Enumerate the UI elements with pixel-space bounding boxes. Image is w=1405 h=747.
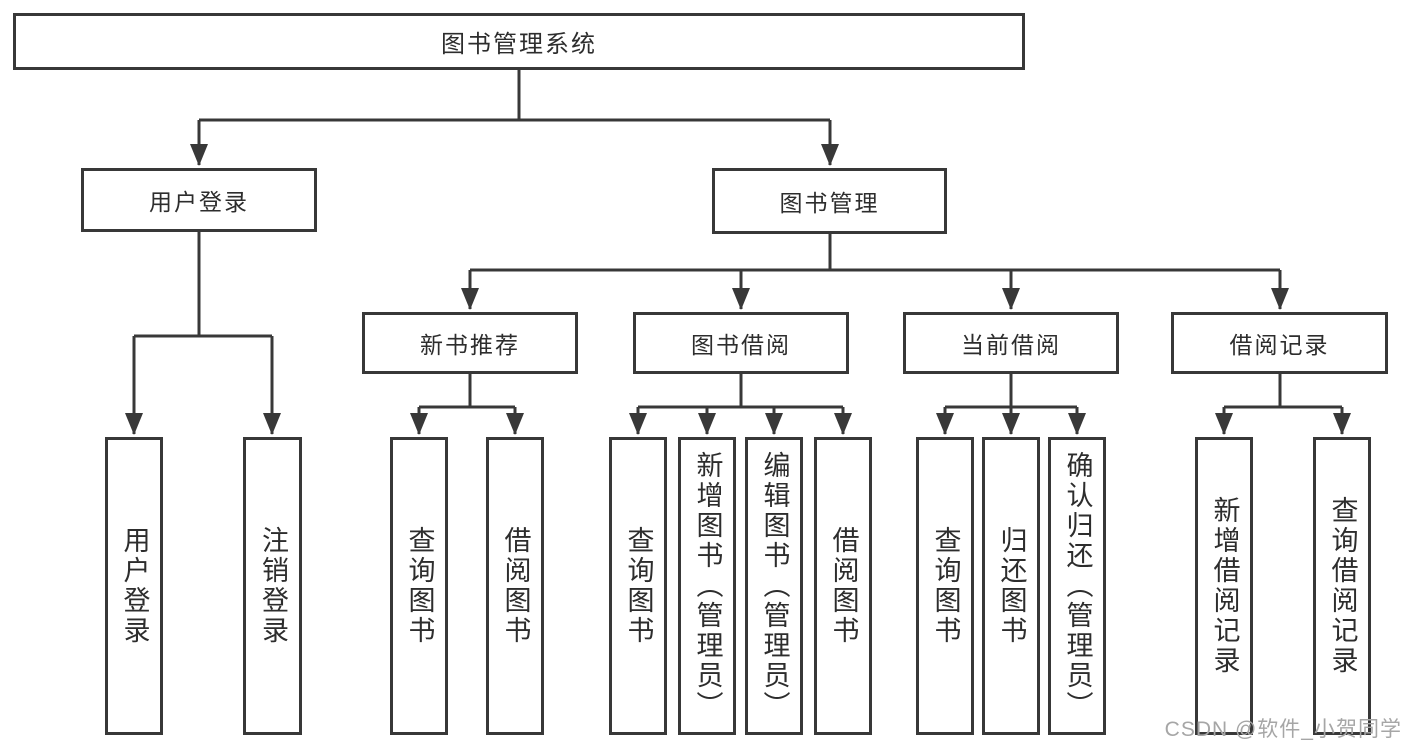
leaf-confirm-return-admin: 确认归还（管理员） [1048, 437, 1106, 735]
node-current-borrowing: 当前借阅 [903, 312, 1119, 374]
leaf-logout: 注销登录 [243, 437, 302, 735]
leaf-label: 新增借阅记录 [1209, 496, 1240, 676]
node-borrowing-records: 借阅记录 [1171, 312, 1388, 374]
leaf-label: 新增图书（管理员） [692, 451, 723, 721]
leaf-label: 归还图书 [996, 526, 1027, 646]
leaf-query-book-borrowing: 查询图书 [609, 437, 667, 735]
leaf-borrow-book-recommend: 借阅图书 [486, 437, 544, 735]
connector-arrows [125, 120, 1351, 435]
leaf-query-book-current: 查询图书 [916, 437, 974, 735]
node-label: 当前借阅 [961, 332, 1061, 358]
leaf-label: 查询图书 [404, 526, 435, 646]
node-label: 图书借阅 [691, 332, 791, 358]
node-library-management-system: 图书管理系统 [13, 13, 1025, 70]
node-label: 用户登录 [149, 189, 249, 215]
node-book-borrowing: 图书借阅 [633, 312, 849, 374]
leaf-label: 注销登录 [258, 526, 288, 646]
leaf-label: 查询图书 [930, 526, 961, 646]
node-book-management: 图书管理 [712, 168, 947, 234]
leaf-label: 借阅图书 [828, 526, 859, 646]
leaf-borrow-book-borrowing: 借阅图书 [814, 437, 872, 735]
node-new-book-recommendation: 新书推荐 [362, 312, 578, 374]
leaf-user-login: 用户登录 [105, 437, 163, 735]
leaf-label: 查询图书 [623, 526, 654, 646]
leaf-add-book-admin: 新增图书（管理员） [678, 437, 736, 735]
node-label: 新书推荐 [420, 332, 520, 358]
connector-rails [134, 70, 1342, 409]
leaf-query-borrow-record: 查询借阅记录 [1313, 437, 1371, 735]
node-label: 借阅记录 [1229, 332, 1330, 358]
node-user-login-branch: 用户登录 [81, 168, 317, 232]
leaf-edit-book-admin: 编辑图书（管理员） [745, 437, 803, 735]
csdn-watermark: CSDN @软件_小贺同学 [1164, 718, 1402, 741]
leaf-label: 查询借阅记录 [1327, 496, 1358, 676]
node-label: 图书管理系统 [441, 31, 597, 58]
leaf-label: 确认归还（管理员） [1062, 451, 1093, 721]
leaf-label: 编辑图书（管理员） [759, 451, 790, 721]
leaf-label: 用户登录 [119, 526, 150, 646]
leaf-label: 借阅图书 [500, 526, 531, 646]
leaf-query-book-recommend: 查询图书 [390, 437, 448, 735]
leaf-add-borrow-record: 新增借阅记录 [1195, 437, 1253, 735]
node-label: 图书管理 [779, 190, 880, 216]
leaf-return-book: 归还图书 [982, 437, 1040, 735]
